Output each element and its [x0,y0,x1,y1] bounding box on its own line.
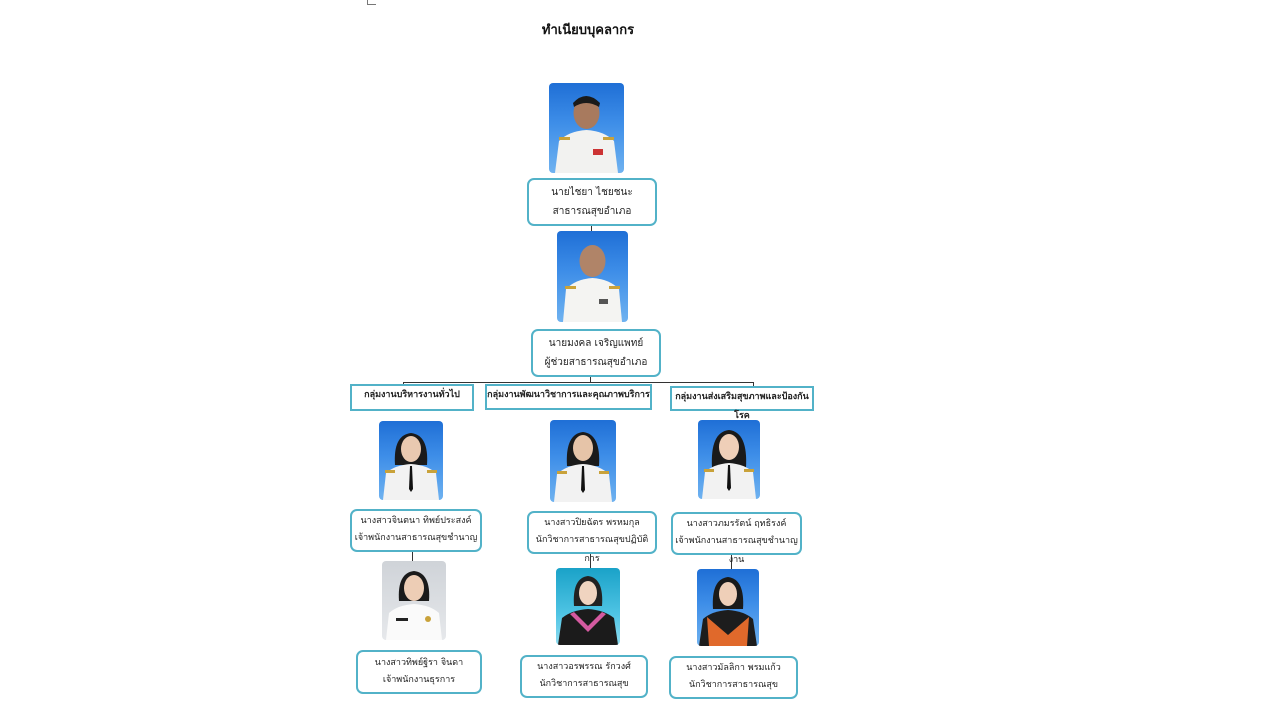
staff-6-photo [697,569,759,646]
staff-3-position: เจ้าพนักงานสาธารณสุขชำนาญงาน [675,536,798,565]
staff-5-photo [556,568,620,645]
staff-5-card: นางสาวอรพรรณ รักวงศ์ นักวิชาการสาธารณสุข [520,655,648,698]
group-general-admin: กลุ่มงานบริหารงานทั่วไป [350,384,474,411]
connector-left-staff [412,549,413,561]
assistant-name: นายมงคล เจริญแพทย์ [548,338,644,349]
staff-5-position: นักวิชาการสาธารณสุข [539,679,629,689]
group-health-promotion-label: กลุ่มงานส่งเสริมสุขภาพและป้องกันโรค [675,392,809,421]
staff-4-photo [382,561,446,640]
assistant-photo [557,231,628,322]
group-health-promotion: กลุ่มงานส่งเสริมสุขภาพและป้องกันโรค [670,386,814,421]
page-title: ทำเนียบบุคลากร [541,23,635,38]
staff-4-name: นางสาวทิพย์ฐิรา จินดา [374,658,464,668]
staff-1-photo [379,421,443,500]
group-general-admin-label: กลุ่มงานบริหารงานทั่วไป [364,390,460,400]
connector-bus [403,382,754,383]
staff-1-position: เจ้าพนักงานสาธารณสุขชำนาญ [354,533,478,543]
group-academic-quality-label: กลุ่มงานพัฒนาวิชาการและคุณภาพบริการ [487,390,650,400]
staff-6-name: นางสาวมัลลิกา พรมแก้ว [686,663,781,673]
staff-2-name: นางสาวปิยฉัตร พรหมกุล [544,518,640,528]
corner-mark [367,0,376,5]
staff-5-name: นางสาวอรพรรณ รักวงศ์ [537,662,631,672]
assistant-position: ผู้ช่วยสาธารณสุขอำเภอ [544,357,648,368]
staff-4-position: เจ้าพนักงานธุรการ [382,675,456,685]
staff-1-card: นางสาวจินตนา ทิพย์ประสงค์ เจ้าพนักงานสาธ… [350,509,482,552]
connector-mid-staff [590,551,591,568]
assistant-card: นายมงคล เจริญแพทย์ ผู้ช่วยสาธารณสุขอำเภอ [531,329,661,377]
connector-head-assistant [591,225,592,233]
staff-4-card: นางสาวทิพย์ฐิรา จินดา เจ้าพนักงานธุรการ [356,650,482,694]
staff-2-card: นางสาวปิยฉัตร พรหมกุล นักวิชาการสาธารณสุ… [527,511,657,564]
staff-2-position: นักวิชาการสาธารณสุขปฏิบัติการ [535,535,649,564]
staff-2-photo [550,420,616,502]
head-photo [549,83,624,173]
staff-6-position: นักวิชาการสาธารณสุข [688,680,779,690]
head-name: นายไชยา ไชยชนะ [551,187,633,198]
staff-1-name: นางสาวจินตนา ทิพย์ประสงค์ [360,516,472,526]
head-card: นายไชยา ไชยชนะ สาธารณสุขอำเภอ [527,178,657,226]
staff-3-name: นางสาวภมรรัตน์ ฤทธิรงค์ [686,519,787,529]
staff-3-photo [698,420,760,499]
staff-3-card: นางสาวภมรรัตน์ ฤทธิรงค์ เจ้าพนักงานสาธาร… [671,512,802,565]
group-academic-quality: กลุ่มงานพัฒนาวิชาการและคุณภาพบริการ [485,384,652,410]
connector-right-staff [731,552,732,569]
connector-assistant-bus [590,375,591,383]
staff-6-card: นางสาวมัลลิกา พรมแก้ว นักวิชาการสาธารณสุ… [669,656,798,699]
connector-bus-right [753,382,754,387]
head-position: สาธารณสุขอำเภอ [552,206,632,217]
